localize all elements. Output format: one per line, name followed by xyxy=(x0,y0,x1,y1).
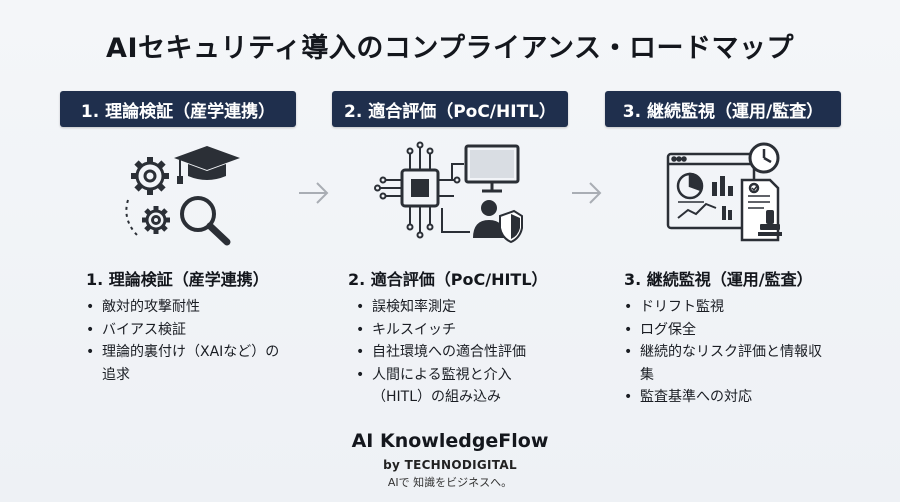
chip-monitor-human-shield-icon xyxy=(374,140,524,250)
brand-name: AI KnowledgeFlow xyxy=(351,430,549,452)
step-3-title: 3. 継続監視（運用/監査） xyxy=(624,270,813,289)
step-2-header: 2. 適合評価（PoC/HITL） xyxy=(332,91,568,127)
step-1-title: 1. 理論検証（産学連携） xyxy=(86,270,269,289)
step-1-list: 敵対的攻撃耐性 バイアス検証 理論的裏付け（XAIなど）の追求 xyxy=(86,296,286,386)
page-title: AIセキュリティ導入のコンプライアンス・ロードマップ xyxy=(106,33,794,64)
list-item: キルスイッチ xyxy=(356,319,546,342)
step-2-list: 誤検知率測定 キルスイッチ 自社環境への適合性評価 人間による監視と介入（HIT… xyxy=(356,296,546,409)
list-item: 理論的裏付け（XAIなど）の追求 xyxy=(86,341,286,386)
list-item: 誤検知率測定 xyxy=(356,296,546,319)
list-item: ログ保全 xyxy=(624,319,824,342)
list-item: ドリフト監視 xyxy=(624,296,824,319)
list-item: 監査基準への対応 xyxy=(624,386,824,409)
list-item: 自社環境への適合性評価 xyxy=(356,341,546,364)
list-item: 継続的なリスク評価と情報収集 xyxy=(624,341,824,386)
arrow-right-icon xyxy=(570,178,604,212)
list-item: 敵対的攻撃耐性 xyxy=(86,296,286,319)
brand-by: by TECHNODIGITAL xyxy=(383,458,517,472)
arrow-right-icon xyxy=(297,178,331,212)
brand-tagline: AIで 知識をビジネスへ。 xyxy=(387,476,513,489)
gears-graduation-cap-magnifier-icon xyxy=(112,140,242,250)
step-3-header: 3. 継続監視（運用/監査） xyxy=(605,91,841,127)
step-2-title: 2. 適合評価（PoC/HITL） xyxy=(348,270,548,289)
list-item: バイアス検証 xyxy=(86,319,286,342)
dashboard-clock-document-stamp-icon xyxy=(664,140,794,250)
step-3-list: ドリフト監視 ログ保全 継続的なリスク評価と情報収集 監査基準への対応 xyxy=(624,296,824,409)
list-item: 人間による監視と介入（HITL）の組み込み xyxy=(356,364,546,409)
step-1-header: 1. 理論検証（産学連携） xyxy=(60,91,296,127)
